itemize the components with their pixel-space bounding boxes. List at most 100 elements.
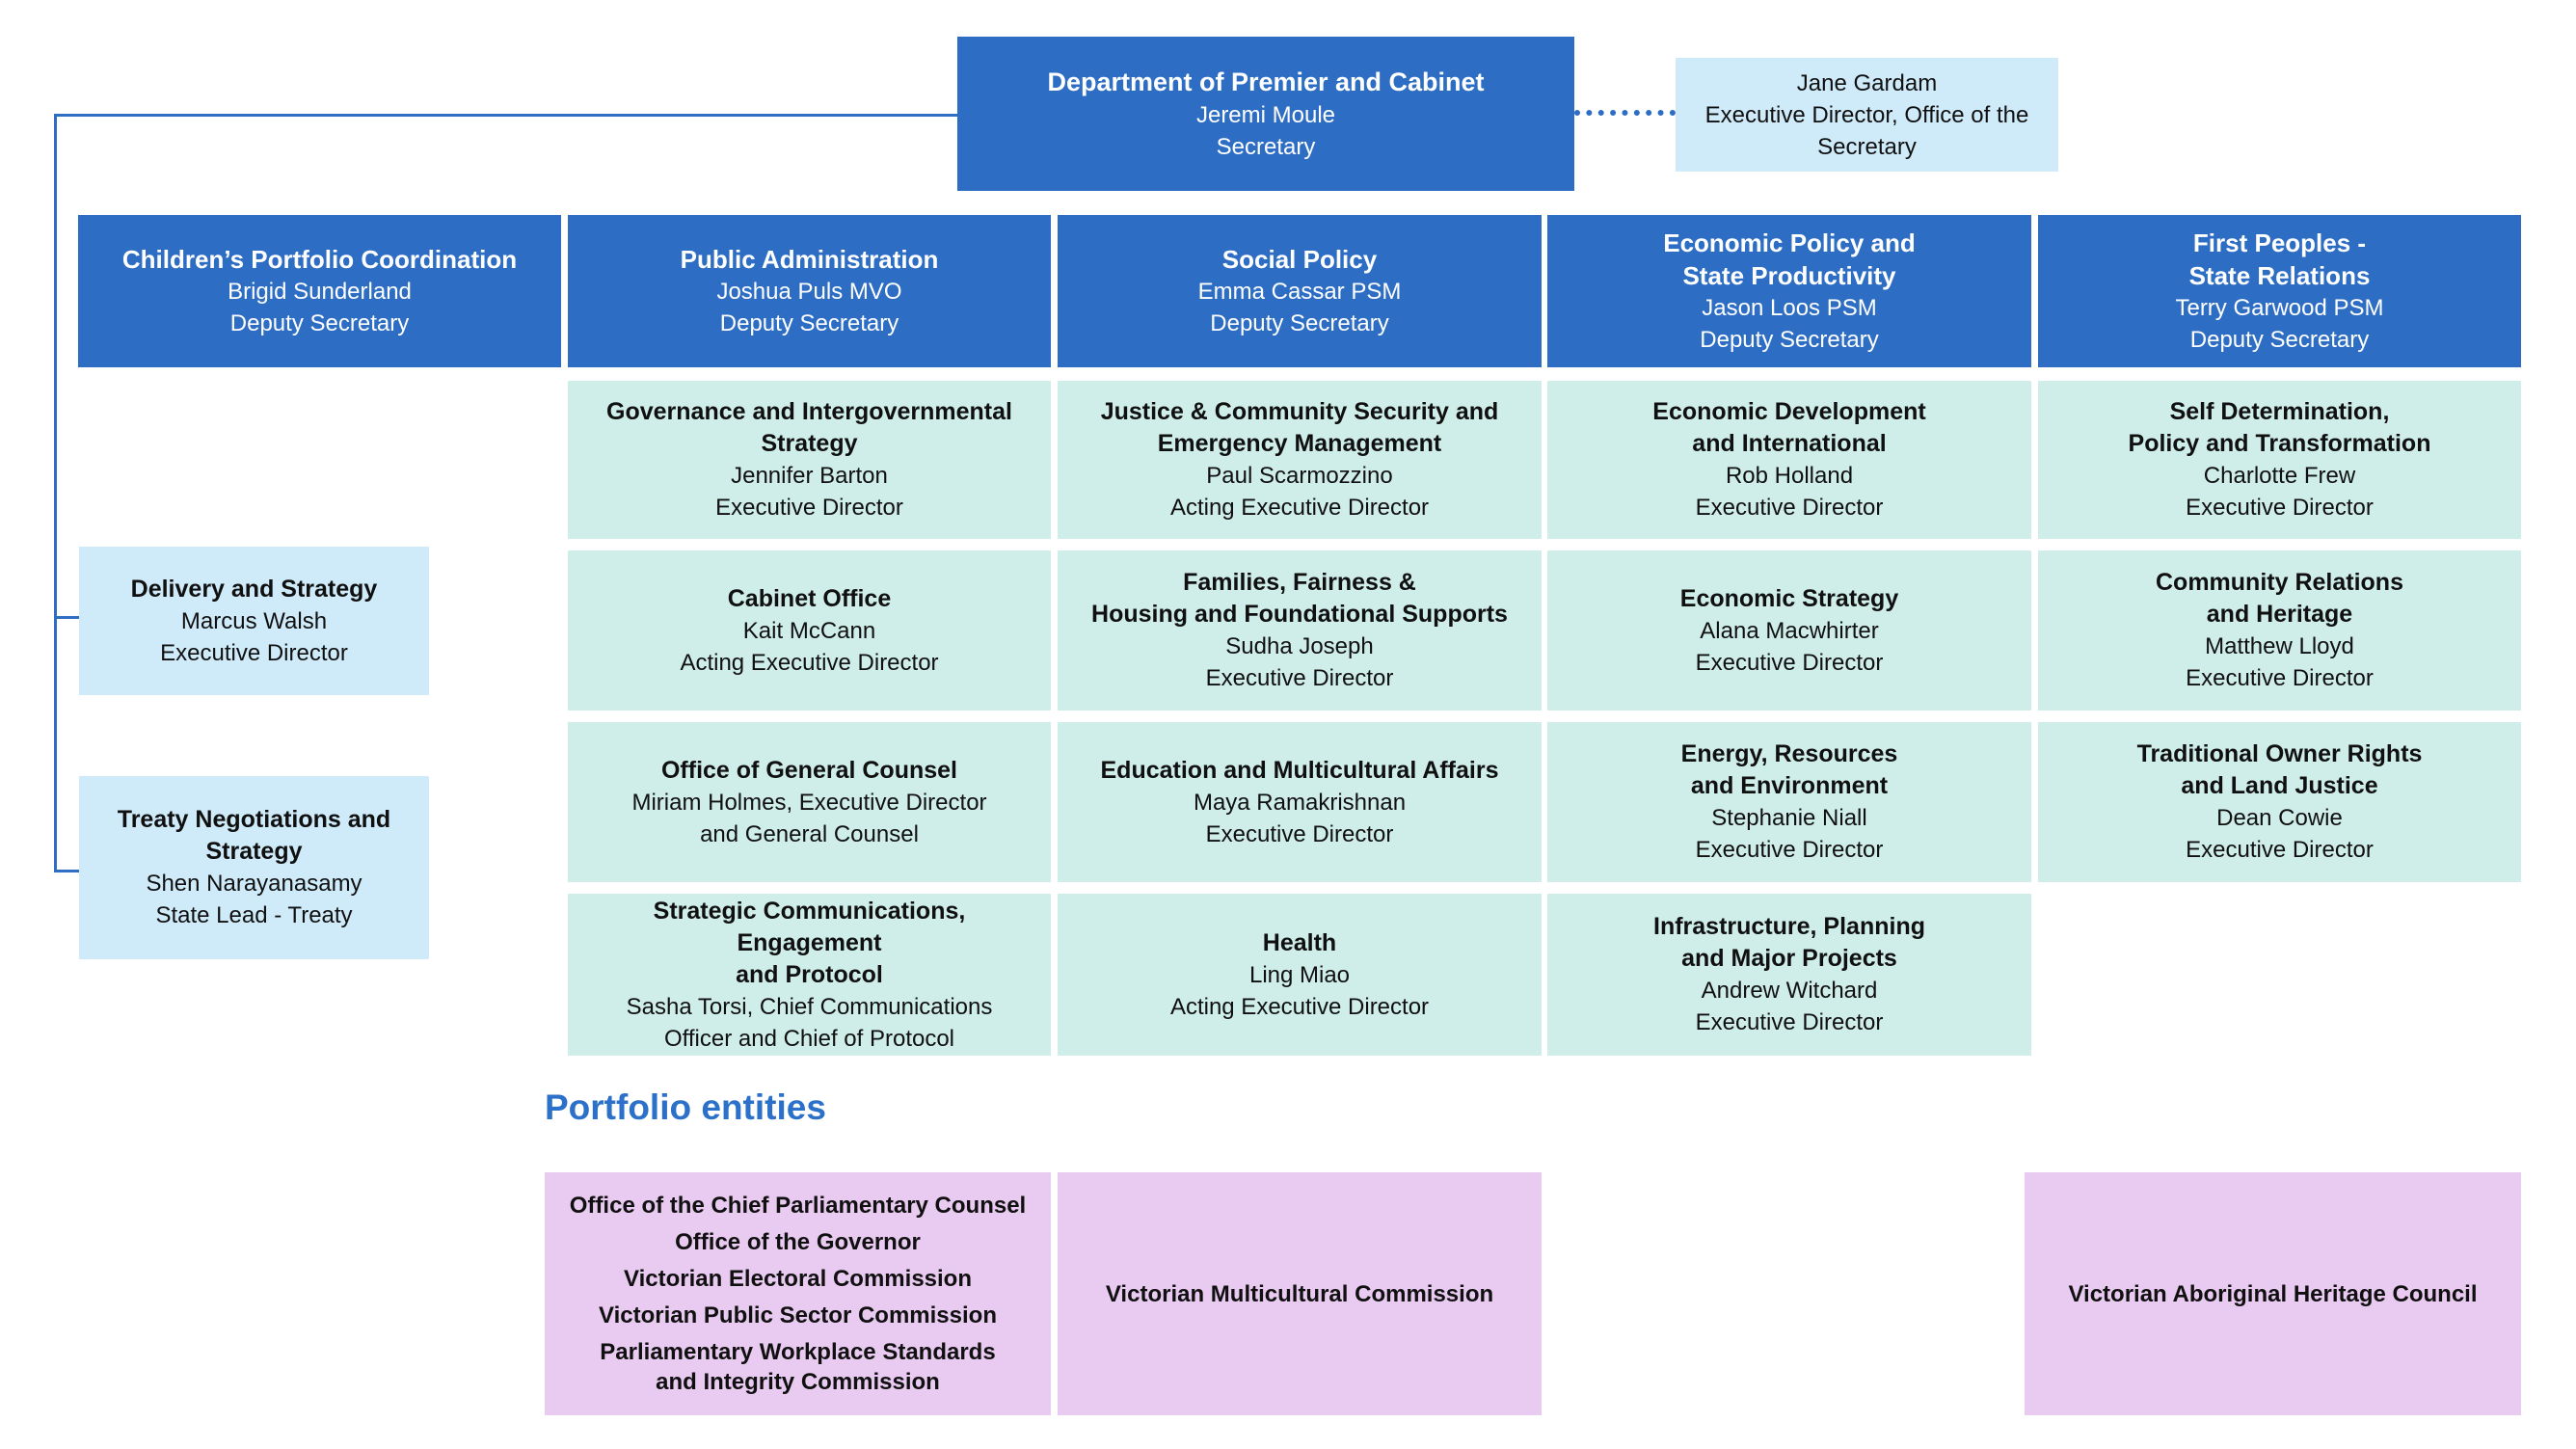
org-box-children-portfolio-coordination: Children’s Portfolio Coordination Brigid… — [78, 215, 561, 367]
box-role: Deputy Secretary — [2189, 327, 2370, 353]
org-box-families-fairness-housing: Families, Fairness & Housing and Foundat… — [1058, 550, 1542, 711]
box-person: Brigid Sunderland — [228, 279, 412, 305]
org-box-economic-development: Economic Development and International R… — [1547, 381, 2031, 539]
box-person: Terry Garwood PSM — [2175, 295, 2384, 321]
box-role: Executive Director — [715, 495, 903, 521]
box-title: Education and Multicultural Affairs — [1100, 756, 1499, 784]
box-role: Deputy Secretary — [1700, 327, 1879, 353]
org-box-office-of-general-counsel: Office of General Counsel Miriam Holmes,… — [568, 722, 1051, 882]
box-title: Traditional Owner Rights and Land Justic… — [2136, 740, 2423, 799]
portfolio-entity: Victorian Electoral Commission — [624, 1266, 972, 1292]
box-person: Paul Scarmozzino — [1206, 463, 1393, 489]
connector-horizontal-line — [54, 114, 957, 117]
box-title: Cabinet Office — [727, 584, 892, 612]
org-box-social-policy: Social Policy Emma Cassar PSM Deputy Sec… — [1058, 215, 1542, 367]
box-title: Governance and Intergovernmental Strateg… — [606, 398, 1012, 457]
org-box-traditional-owner-rights: Traditional Owner Rights and Land Justic… — [2038, 722, 2521, 882]
box-role: Executive Director — [1695, 649, 1884, 676]
org-box-governance-strategy: Governance and Intergovernmental Strateg… — [568, 381, 1051, 539]
box-person: Jane Gardam — [1796, 69, 1938, 96]
portfolio-entities-heading: Portfolio entities — [545, 1087, 826, 1127]
box-person: Shen Narayanasamy — [146, 871, 362, 897]
box-title: Economic Policy and State Productivity — [1663, 228, 1916, 290]
org-box-economic-strategy: Economic Strategy Alana Macwhirter Execu… — [1547, 550, 2031, 711]
org-box-education-multicultural: Education and Multicultural Affairs Maya… — [1058, 722, 1542, 882]
box-title: First Peoples - State Relations — [2188, 228, 2371, 290]
box-title: Office of General Counsel — [660, 756, 957, 784]
box-title: Children’s Portfolio Coordination — [121, 245, 518, 274]
box-role: Executive Director — [1695, 495, 1884, 521]
box-person: Alana Macwhirter — [1700, 617, 1879, 644]
box-role: Executive Director — [2186, 495, 2374, 521]
box-role: Acting Executive Director — [1169, 993, 1430, 1020]
connector-vertical-line — [54, 114, 57, 872]
box-role: Secretary — [1216, 133, 1316, 160]
box-role: Executive Director — [1205, 665, 1394, 691]
portfolio-entity: Victorian Public Sector Commission — [599, 1302, 997, 1328]
box-title: Energy, Resources and Environment — [1680, 740, 1898, 799]
box-title: Strategic Communications, Engagement and… — [653, 897, 966, 988]
connector-stub-delivery — [54, 616, 80, 619]
box-role: Executive Director — [1205, 820, 1394, 847]
org-box-health: Health Ling Miao Acting Executive Direct… — [1058, 894, 1542, 1056]
org-box-strategic-communications: Strategic Communications, Engagement and… — [568, 894, 1051, 1056]
box-role: State Lead - Treaty — [155, 902, 353, 928]
box-person: Jason Loos PSM — [1702, 295, 1877, 321]
box-title: Department of Premier and Cabinet — [1047, 67, 1485, 96]
box-person: Matthew Lloyd — [2205, 633, 2354, 659]
org-box-community-relations-heritage: Community Relations and Heritage Matthew… — [2038, 550, 2521, 711]
portfolio-entity: Victorian Multicultural Commission — [1105, 1280, 1494, 1307]
org-box-public-administration: Public Administration Joshua Puls MVO De… — [568, 215, 1051, 367]
box-role: Executive Director — [2186, 837, 2374, 863]
box-role: Acting Executive Director — [1169, 495, 1430, 521]
box-title: Families, Fairness & Housing and Foundat… — [1091, 569, 1508, 628]
box-role: Executive Director, Office of the Secret… — [1704, 101, 2029, 160]
org-box-first-peoples: First Peoples - State Relations Terry Ga… — [2038, 215, 2521, 367]
box-role: Executive Director — [2186, 665, 2374, 691]
box-person: Miriam Holmes, Executive Director and Ge… — [631, 789, 987, 847]
box-person: Sudha Joseph — [1225, 633, 1374, 659]
box-role: Deputy Secretary — [229, 310, 410, 336]
org-box-cabinet-office: Cabinet Office Kait McCann Acting Execut… — [568, 550, 1051, 711]
box-title: Social Policy — [1221, 245, 1378, 274]
portfolio-entity: Office of the Governor — [675, 1229, 921, 1255]
box-person: Maya Ramakrishnan — [1193, 789, 1407, 816]
box-role: Executive Director — [160, 639, 348, 666]
box-person: Jeremi Moule — [1195, 101, 1336, 128]
org-box-economic-policy: Economic Policy and State Productivity J… — [1547, 215, 2031, 367]
box-role: Deputy Secretary — [719, 310, 899, 336]
box-title: Justice & Community Security and Emergen… — [1100, 398, 1499, 457]
box-person: Jennifer Barton — [731, 463, 888, 489]
connector-stub-treaty — [54, 870, 80, 872]
org-box-secretary: Department of Premier and Cabinet Jeremi… — [957, 37, 1574, 191]
portfolio-entity: Parliamentary Workplace Standards and In… — [600, 1339, 996, 1395]
box-title: Delivery and Strategy — [130, 575, 378, 603]
portfolio-group-aboriginal-heritage-council: Victorian Aboriginal Heritage Council — [2025, 1172, 2521, 1415]
box-person: Stephanie Niall — [1711, 805, 1867, 831]
box-title: Economic Strategy — [1679, 584, 1899, 612]
box-person: Rob Holland — [1725, 463, 1854, 489]
org-box-self-determination: Self Determination, Policy and Transform… — [2038, 381, 2521, 539]
box-title: Self Determination, Policy and Transform… — [2128, 398, 2431, 457]
box-title: Public Administration — [680, 245, 939, 274]
org-box-justice-community-security: Justice & Community Security and Emergen… — [1058, 381, 1542, 539]
box-role: Acting Executive Director — [680, 649, 939, 676]
portfolio-group-multicultural-commission: Victorian Multicultural Commission — [1058, 1172, 1542, 1415]
portfolio-group-independent-offices: Office of the Chief Parliamentary Counse… — [545, 1172, 1051, 1415]
box-person: Sasha Torsi, Chief Communications Office… — [626, 993, 993, 1052]
box-role: Executive Director — [1695, 837, 1884, 863]
org-box-infrastructure-planning: Infrastructure, Planning and Major Proje… — [1547, 894, 2031, 1056]
box-person: Dean Cowie — [2216, 805, 2343, 831]
box-title: Community Relations and Heritage — [2156, 569, 2403, 628]
org-box-delivery-and-strategy: Delivery and Strategy Marcus Walsh Execu… — [79, 547, 429, 695]
connector-dotted-line — [1574, 110, 1676, 116]
box-person: Ling Miao — [1248, 961, 1351, 988]
box-title: Infrastructure, Planning and Major Proje… — [1653, 913, 1925, 972]
org-box-energy-resources-environment: Energy, Resources and Environment Stepha… — [1547, 722, 2031, 882]
box-role: Deputy Secretary — [1210, 310, 1389, 336]
org-box-office-of-secretary: Jane Gardam Executive Director, Office o… — [1676, 58, 2058, 172]
box-title: Health — [1262, 928, 1337, 956]
box-title: Treaty Negotiations and Strategy — [117, 806, 391, 865]
org-box-treaty-negotiations: Treaty Negotiations and Strategy Shen Na… — [79, 776, 429, 959]
